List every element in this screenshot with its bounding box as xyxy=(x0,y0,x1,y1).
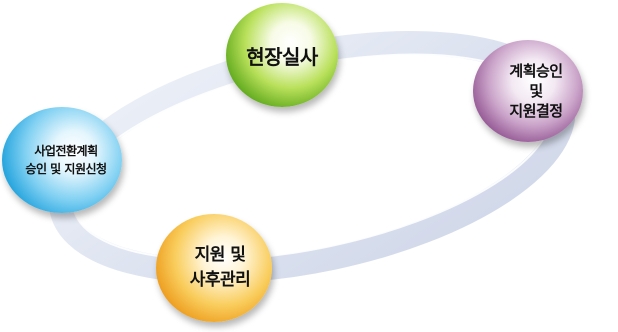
node-text-line: 사후관리 xyxy=(189,270,251,290)
node-plan-approval: 계획승인 및 지원결정 xyxy=(473,40,583,142)
node-text-line: 현장실사 xyxy=(246,44,318,69)
node-text-line: 지원 및 xyxy=(194,245,246,265)
node-site-inspection: 현장실사 xyxy=(226,3,338,107)
node-label-site-inspection: 현장실사 xyxy=(226,3,342,107)
node-text-line: 승인 및 지원신청 xyxy=(25,162,107,176)
node-text-line: 및 xyxy=(529,82,543,100)
node-text-line: 계획승인 xyxy=(509,62,563,80)
node-application: 사업전환계획 승인 및 지원신청 xyxy=(2,107,122,213)
node-text-line: 사업전환계획 xyxy=(34,144,98,158)
node-text-line: 지원결정 xyxy=(509,102,563,120)
node-label-support-followup: 지원 및 사후관리 xyxy=(156,214,278,322)
node-label-application: 사업전환계획 승인 및 지원신청 xyxy=(2,107,126,213)
node-support-followup: 지원 및 사후관리 xyxy=(156,214,272,322)
node-label-plan-approval: 계획승인 및 지원결정 xyxy=(473,40,591,142)
